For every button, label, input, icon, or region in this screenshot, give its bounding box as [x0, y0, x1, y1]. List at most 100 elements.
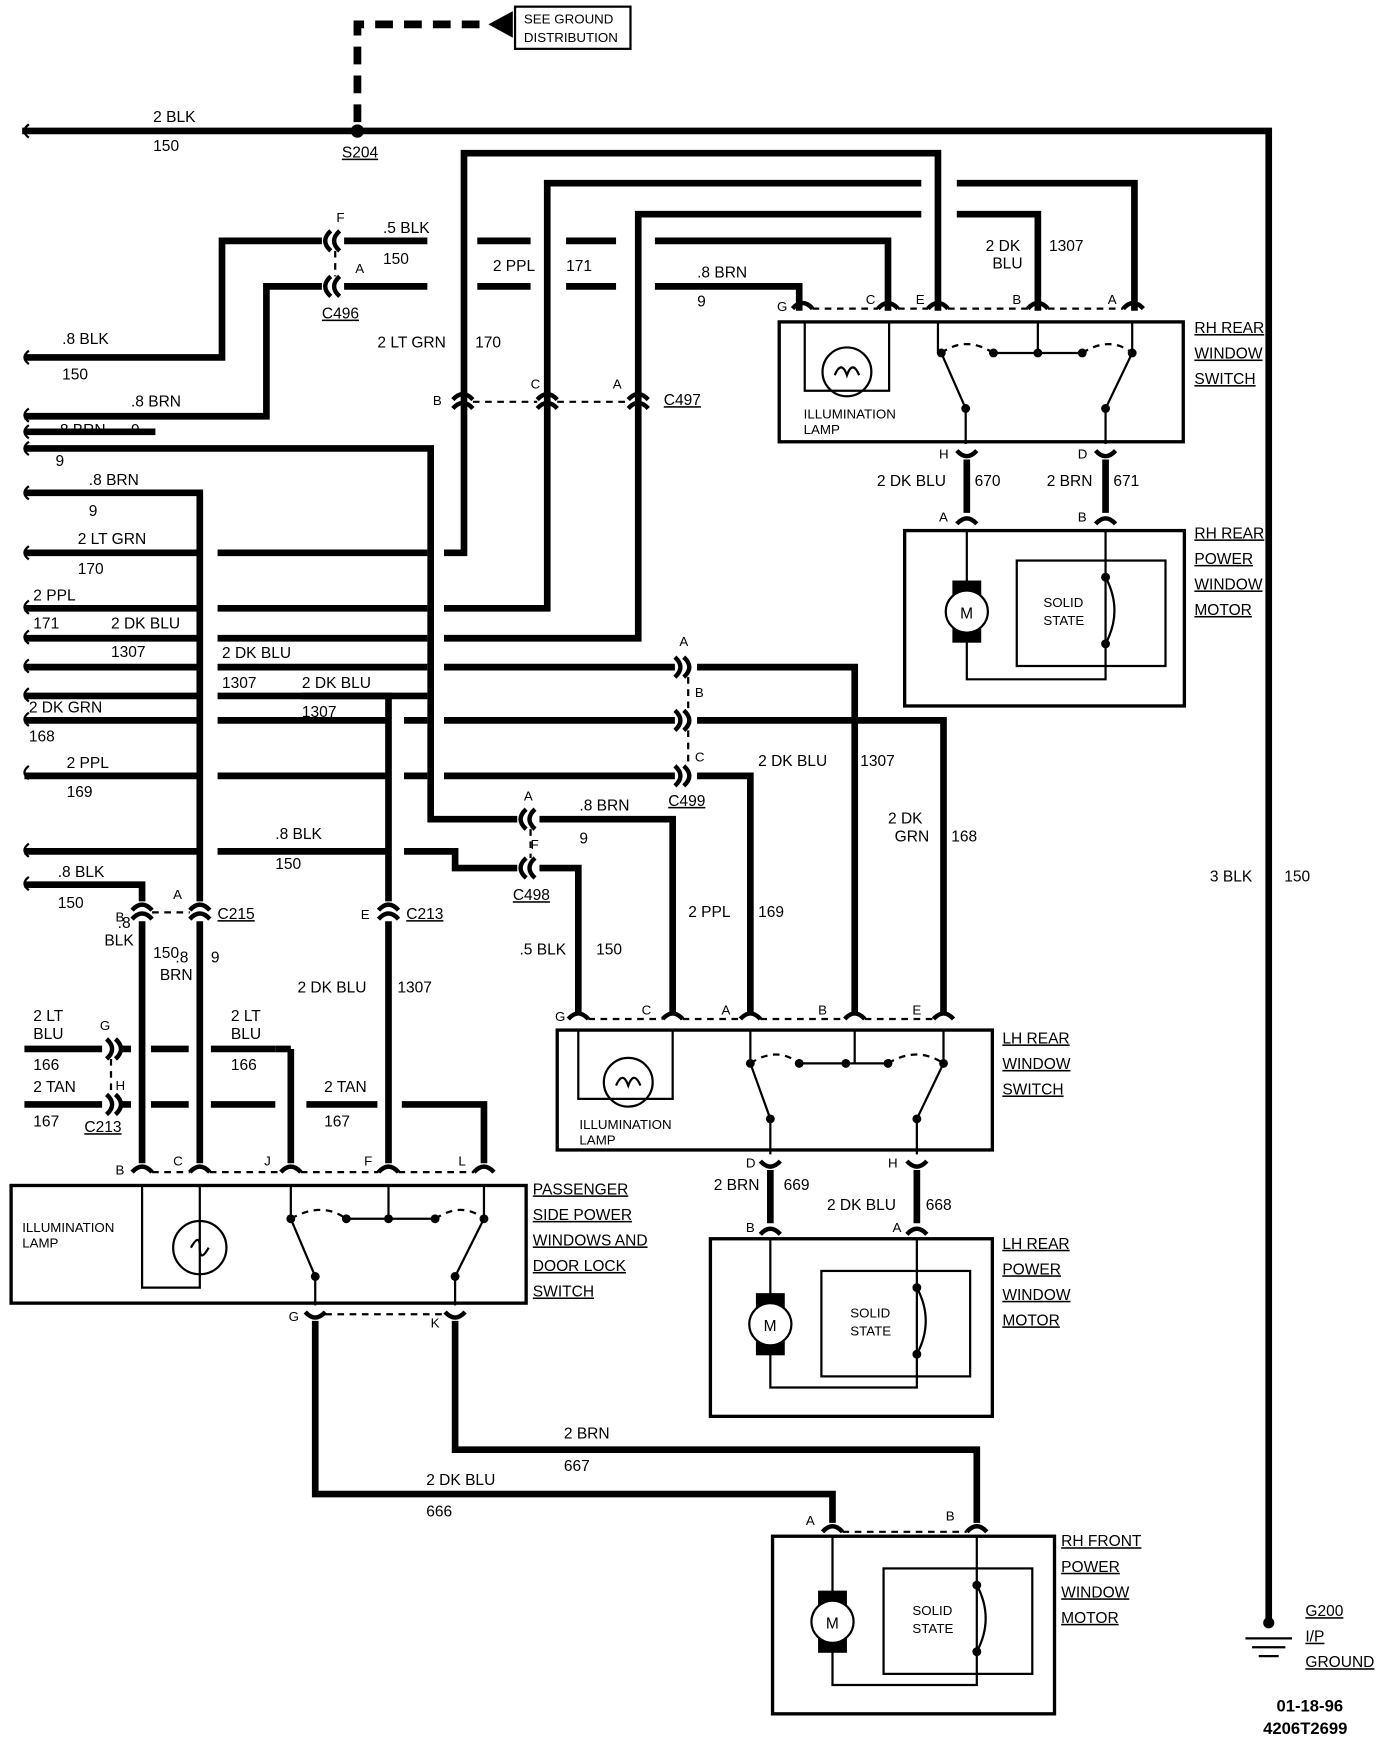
pin-label: L: [458, 1154, 465, 1169]
lh-rear-switch-title: LH REAR: [1002, 1030, 1069, 1047]
wire-label: BLK: [104, 933, 134, 950]
wire-label: 2 DK BLU: [758, 753, 827, 770]
lh-rear-motor-title: LH REAR: [1002, 1236, 1069, 1253]
splice-s204: S204: [342, 145, 379, 162]
pin-label: B: [946, 1509, 955, 1524]
wire-label: 2 DK BLU: [426, 1472, 495, 1489]
wire-label: 2 DK BLU: [222, 645, 291, 662]
wire-label: .8 BLK: [62, 331, 109, 348]
wire-label: 1307: [860, 753, 895, 770]
rh-front-motor-title: MOTOR: [1061, 1610, 1119, 1627]
wire-label: .8 BRN: [56, 422, 106, 439]
wire-label: .5 BLK: [519, 942, 566, 959]
pin-label: F: [336, 210, 344, 225]
wire-label: 2 DK BLU: [111, 615, 180, 632]
pin-label: A: [173, 887, 182, 902]
pin-label: G: [100, 1018, 110, 1033]
ground-ip: I/P: [1305, 1629, 1324, 1646]
lh-rear-motor-title: WINDOW: [1002, 1287, 1070, 1304]
pin-label: F: [531, 837, 539, 852]
wire-label: .8 BRN: [579, 797, 629, 814]
wire-label: 9: [211, 949, 220, 966]
passenger-switch-title: SIDE POWER: [533, 1207, 632, 1224]
solid-state-label: STATE: [912, 1621, 953, 1636]
pin-label: B: [1012, 292, 1021, 307]
wire-label: 169: [758, 904, 784, 921]
rh-front-motor-title: POWER: [1061, 1559, 1120, 1576]
rh-rear-switch-title: RH REAR: [1194, 320, 1264, 337]
connector-c498-label: C498: [513, 887, 550, 904]
lh-rear-switch-title: SWITCH: [1002, 1081, 1063, 1098]
wire-label: 1307: [222, 675, 257, 692]
pin-label: K: [431, 1316, 440, 1331]
connector-c213-top: E C213: [361, 902, 443, 923]
footer-code: 4206T2699: [1263, 1719, 1347, 1738]
pin-label: A: [806, 1513, 815, 1528]
passenger-harness: .8 BLK 150 .8 BRN 9 2 DK BLU 1307 2 LT B…: [24, 489, 488, 1164]
motor-symbol: M: [960, 605, 973, 622]
illum-lamp-label: ILLUMINATION: [804, 406, 896, 421]
pin-label: A: [355, 261, 364, 276]
rh-rear-motor-title: RH REAR: [1194, 525, 1264, 542]
wire-label: 670: [975, 473, 1001, 490]
wire-label: .8 BLK: [58, 864, 105, 881]
rh-front-motor-title: WINDOW: [1061, 1584, 1129, 1601]
wire-label: .8 BLK: [275, 826, 322, 843]
pin-label: B: [746, 1220, 755, 1235]
wire-label: 2 DK BLU: [877, 473, 946, 490]
pin-label: A: [892, 1220, 901, 1235]
wire-label: 1307: [1049, 238, 1084, 255]
wire-label: 2 PPL: [67, 755, 110, 772]
rh-rear-window-switch: G C E B A ILLUMINATION LAMP RH REAR WIND…: [777, 292, 1264, 445]
wire-label: 2 PPL: [493, 258, 536, 275]
pin-label: D: [1078, 446, 1088, 461]
wire-label: 2 BLK: [153, 109, 196, 126]
pin-label: C: [173, 1154, 183, 1169]
wire-label: .5 BLK: [383, 220, 430, 237]
wire-label: 150: [153, 138, 179, 155]
illum-lamp-label: ILLUMINATION: [22, 1220, 114, 1235]
illum-lamp-label: ILLUMINATION: [579, 1117, 671, 1132]
footer-date: 01-18-96: [1277, 1697, 1344, 1716]
wire-label: BRN: [160, 967, 193, 984]
lh-rear-switch-title: WINDOW: [1002, 1056, 1070, 1073]
rh-rear-motor-title: WINDOW: [1194, 576, 1262, 593]
rh-rear-motor-title: POWER: [1194, 551, 1253, 568]
pin-label: G: [777, 299, 787, 314]
wire-label: 2 DK: [888, 811, 923, 828]
wire-label: .8 BRN: [131, 393, 181, 410]
wire-label: 150: [275, 856, 301, 873]
wire-label: 2 TAN: [324, 1079, 367, 1096]
wire-label: 171: [33, 615, 59, 632]
pin-label: B: [818, 1003, 827, 1018]
illum-lamp-label: LAMP: [579, 1132, 615, 1147]
wire-label: 171: [566, 258, 592, 275]
middle-harness: 2 DK BLU 1307 2 DK BLU 1307 2 DK GRN 168…: [24, 645, 977, 1014]
rh-front-motor-wires: G K 2 BRN 667 2 DK BLU 666 A B: [289, 1309, 989, 1534]
wire-label: 168: [29, 728, 55, 745]
wire-label: 2 DK: [986, 238, 1021, 255]
pin-label: B: [1078, 510, 1087, 525]
pin-label: H: [115, 1078, 125, 1093]
connector-c497-label: C497: [664, 392, 701, 409]
connector-c215-label: C215: [218, 906, 255, 923]
wire-label: 170: [78, 561, 104, 578]
wire-label: 2 TAN: [33, 1079, 76, 1096]
wire-label: 2 PPL: [688, 904, 731, 921]
wire-label: 150: [1284, 868, 1310, 885]
wire-label: .8: [118, 915, 131, 932]
wire-label: 2 DK BLU: [827, 1197, 896, 1214]
wire-label: 2 LT GRN: [377, 334, 445, 351]
motor-symbol: M: [764, 1318, 777, 1335]
ground-ref-line1: SEE GROUND: [524, 11, 614, 26]
pin-label: G: [555, 1009, 565, 1024]
pin-label: C: [642, 1003, 652, 1018]
wire-label: 669: [784, 1177, 810, 1194]
wire-label: 666: [426, 1503, 452, 1520]
connector-c213-label: C213: [84, 1119, 121, 1136]
lh-rear-motor-wires: D H 2 BRN 669 2 DK BLU 668 B A: [714, 1156, 952, 1236]
wire-label: 667: [564, 1458, 590, 1475]
wire-label: 9: [131, 422, 140, 439]
rh-front-power-window-motor: M SOLID STATE RH FRONT POWER WINDOW MOTO…: [770, 1533, 1142, 1716]
ground-g200: G200: [1305, 1603, 1343, 1620]
